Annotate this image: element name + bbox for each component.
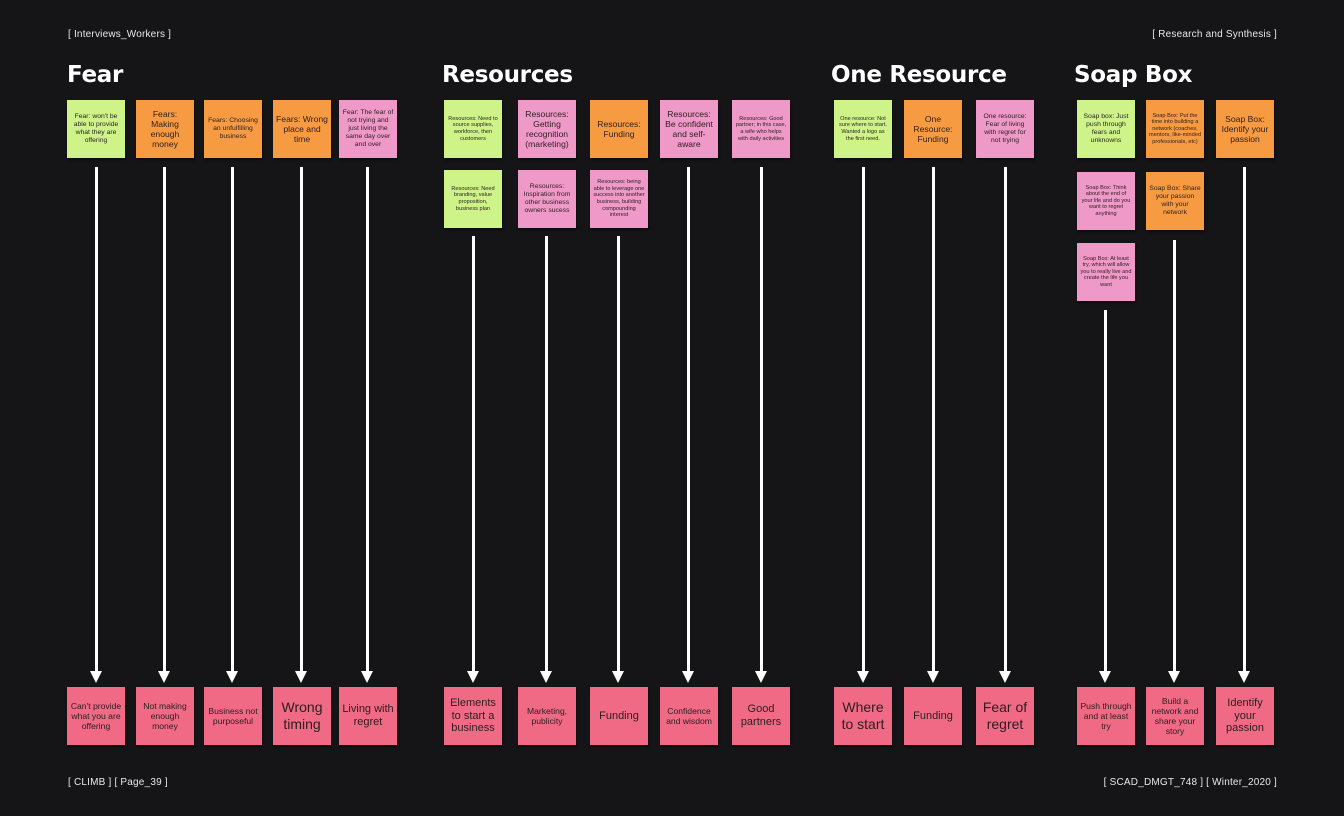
insight-note-fear-2[interactable]: Not making enough money (136, 687, 194, 745)
insight-note-fear-4[interactable]: Wrong timing (273, 687, 331, 745)
arrow-down-icon (295, 167, 307, 683)
arrow-down-icon (1099, 310, 1111, 683)
insight-note-one-resource-1[interactable]: Where to start (834, 687, 892, 745)
sticky-note-soap-box-2b[interactable]: Soap Box: Share your passion with your n… (1146, 172, 1204, 230)
arrow-down-icon (226, 167, 238, 683)
footer-right-label: [ SCAD_DMGT_748 ] [ Winter_2020 ] (1103, 777, 1277, 788)
insight-note-soap-box-3[interactable]: Identify your passion (1216, 687, 1274, 745)
footer-left-label: [ CLIMB ] [ Page_39 ] (68, 777, 168, 788)
arrow-down-icon (540, 236, 552, 683)
sticky-note-resources-5[interactable]: Resources: Good partner; in this case, a… (732, 100, 790, 158)
sticky-note-one-resource-3[interactable]: One resource: Fear of living with regret… (976, 100, 1034, 158)
arrow-down-icon (999, 167, 1011, 683)
sticky-note-resources-2b[interactable]: Resources: Inspiration from other busine… (518, 170, 576, 228)
section-title-resources: Resources (442, 62, 573, 88)
sticky-note-resources-2[interactable]: Resources: Getting recognition (marketin… (518, 100, 576, 158)
sticky-note-fear-3[interactable]: Fears: Choosing an unfulfilling business (204, 100, 262, 158)
insight-note-soap-box-1[interactable]: Push through and at least try (1077, 687, 1135, 745)
section-title-fear: Fear (67, 62, 124, 88)
insight-note-fear-3[interactable]: Business not purposeful (204, 687, 262, 745)
sticky-note-soap-box-1c[interactable]: Soap Box: At least try, which will allow… (1077, 243, 1135, 301)
arrow-down-icon (1168, 240, 1180, 683)
arrow-down-icon (158, 167, 170, 683)
sticky-note-fear-4[interactable]: Fears: Wrong place and time (273, 100, 331, 158)
sticky-note-soap-box-1b[interactable]: Soap Box: Think about the end of your li… (1077, 172, 1135, 230)
sticky-note-one-resource-1[interactable]: One resource: Not sure where to start. W… (834, 100, 892, 158)
sticky-note-soap-box-2[interactable]: Soap Box: Put the time into building a n… (1146, 100, 1204, 158)
sticky-note-resources-1[interactable]: Resources: Need to source supplies, work… (444, 100, 502, 158)
arrow-down-icon (755, 167, 767, 683)
sticky-note-soap-box-1[interactable]: Soap box: Just push through fears and un… (1077, 100, 1135, 158)
arrow-down-icon (361, 167, 373, 683)
arrow-down-icon (682, 167, 694, 683)
header-left-label: [ Interviews_Workers ] (68, 29, 172, 40)
arrow-down-icon (90, 167, 102, 683)
sticky-note-resources-3b[interactable]: Resources: being able to leverage one su… (590, 170, 648, 228)
insight-note-resources-2[interactable]: Marketing, publicity (518, 687, 576, 745)
sticky-note-fear-1[interactable]: Fear: won't be able to provide what they… (67, 100, 125, 158)
insight-note-soap-box-2[interactable]: Build a network and share your story (1146, 687, 1204, 745)
sticky-note-resources-3[interactable]: Resources: Funding (590, 100, 648, 158)
arrow-down-icon (467, 236, 479, 683)
sticky-note-one-resource-2[interactable]: One Resource: Funding (904, 100, 962, 158)
insight-note-fear-1[interactable]: Can't provide what you are offering (67, 687, 125, 745)
insight-note-fear-5[interactable]: Living with regret (339, 687, 397, 745)
sticky-note-fear-5[interactable]: Fear: The fear of not trying and just li… (339, 100, 397, 158)
sticky-note-resources-1b[interactable]: Resources: Need branding, value proposit… (444, 170, 502, 228)
arrow-down-icon (927, 167, 939, 683)
insight-note-resources-3[interactable]: Funding (590, 687, 648, 745)
sticky-note-soap-box-3[interactable]: Soap Box: Identify your passion (1216, 100, 1274, 158)
arrow-down-icon (1238, 167, 1250, 683)
section-title-one-resource: One Resource (831, 62, 1007, 88)
header-right-label: [ Research and Synthesis ] (1152, 29, 1277, 40)
insight-note-resources-1[interactable]: Elements to start a business (444, 687, 502, 745)
arrow-down-icon (857, 167, 869, 683)
insight-note-one-resource-2[interactable]: Funding (904, 687, 962, 745)
insight-note-resources-4[interactable]: Confidence and wisdom (660, 687, 718, 745)
sticky-note-fear-2[interactable]: Fears: Making enough money (136, 100, 194, 158)
insight-note-resources-5[interactable]: Good partners (732, 687, 790, 745)
section-title-soap-box: Soap Box (1074, 62, 1193, 88)
arrow-down-icon (612, 236, 624, 683)
insight-note-one-resource-3[interactable]: Fear of regret (976, 687, 1034, 745)
sticky-note-resources-4[interactable]: Resources: Be confident and self-aware (660, 100, 718, 158)
